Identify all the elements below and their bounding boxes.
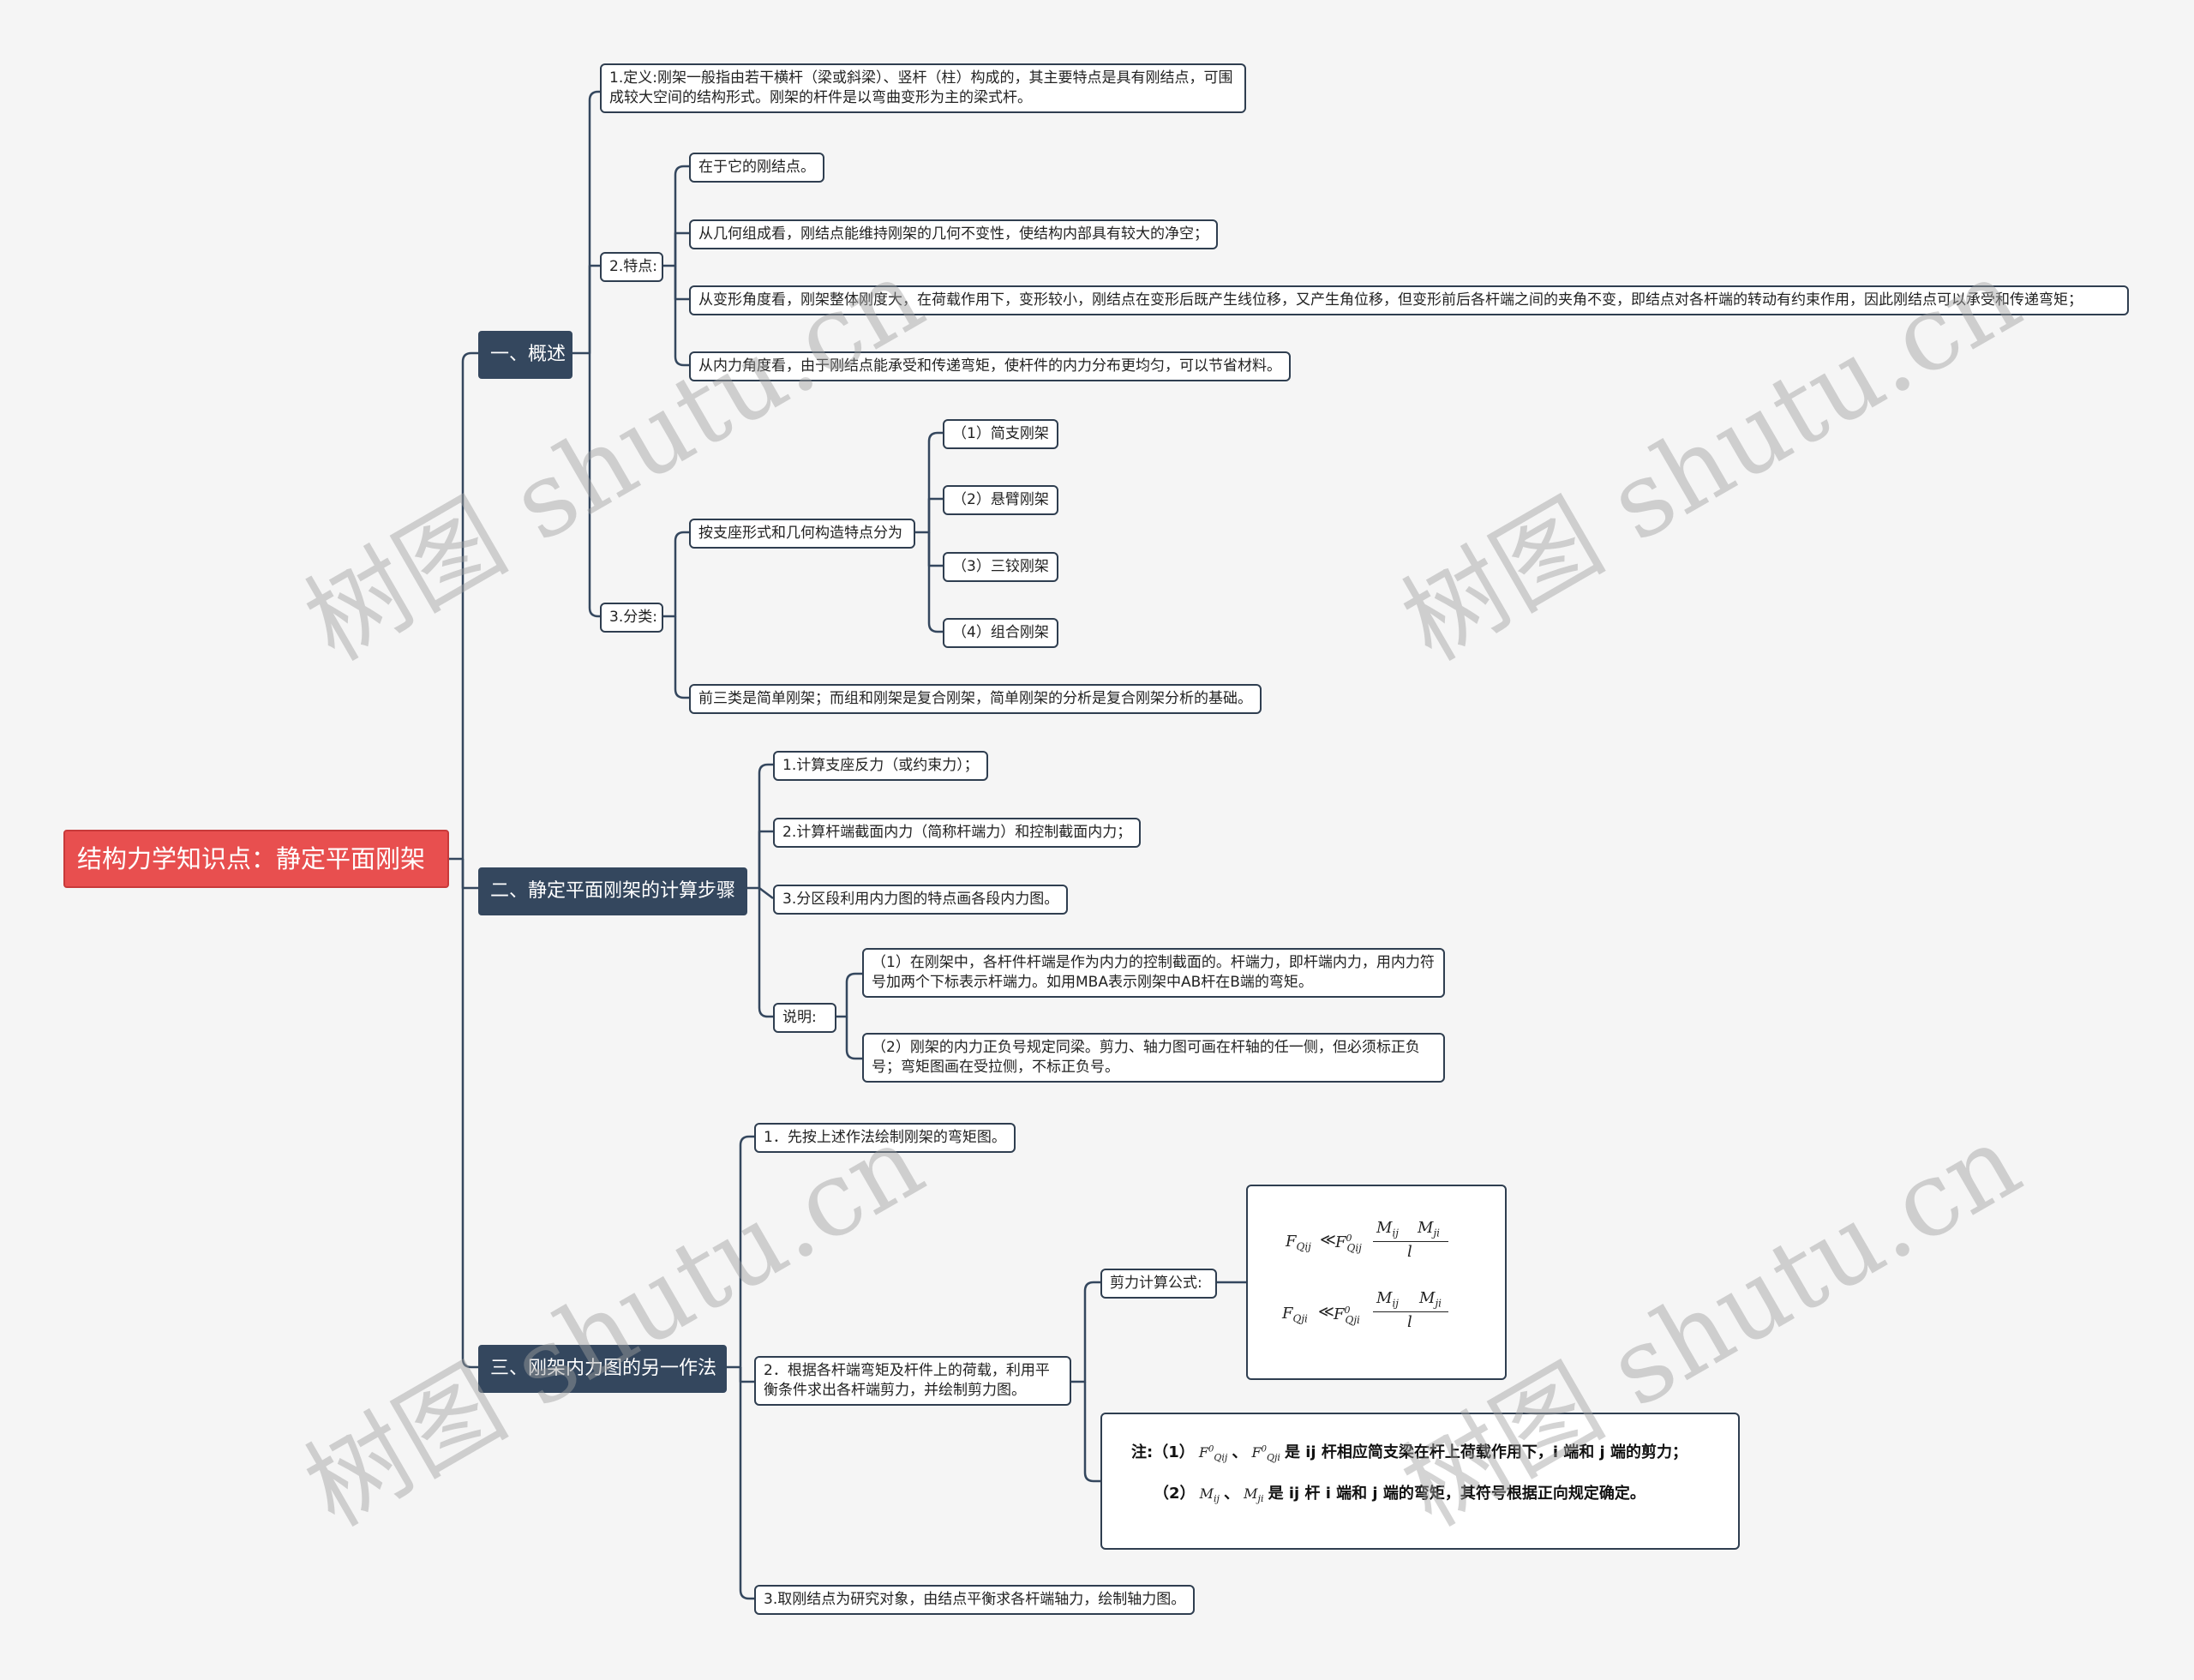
root-topic[interactable]: 结构力学知识点：静定平面刚架 bbox=[63, 830, 449, 888]
type-item[interactable]: （1）简支刚架 bbox=[943, 419, 1058, 449]
formula-1-denominator: l bbox=[1407, 1243, 1412, 1261]
formula-2-fraction-bar bbox=[1373, 1311, 1448, 1312]
formula-1-fraction-bar bbox=[1373, 1241, 1448, 1242]
note-image: 注:（1） F0Qij 、 F0Qji 是 ij 杆相应简支梁在杆上荷载作用下，… bbox=[1118, 1430, 1724, 1512]
feature-item[interactable]: 从几何组成看，刚结点能维持刚架的几何不变性，使结构内部具有较大的净空； bbox=[689, 219, 1218, 249]
formula-1-op: ≪ bbox=[1320, 1231, 1336, 1249]
explanation-item[interactable]: （2）刚架的内力正负号规定同梁。剪力、轴力图可画在杆轴的任一侧，但必须标正负号；… bbox=[862, 1033, 1445, 1083]
formula-2-rhs: F0Qji bbox=[1334, 1305, 1360, 1326]
alt-step-1[interactable]: 1．先按上述作法绘制刚架的弯矩图。 bbox=[754, 1123, 1016, 1153]
features-label[interactable]: 2.特点: bbox=[600, 252, 663, 282]
definition-node[interactable]: 1.定义:刚架一般指由若干横杆（梁或斜梁）、竖杆（柱）构成的，其主要特点是具有刚… bbox=[600, 63, 1246, 113]
branch-calc-steps[interactable]: 二、静定平面刚架的计算步骤 bbox=[478, 867, 747, 915]
note-fq-ji: F0Qji bbox=[1251, 1444, 1280, 1464]
formula-1-numerator-b: Mji bbox=[1418, 1219, 1440, 1239]
note-m-ji: Mji bbox=[1244, 1485, 1264, 1505]
step-item[interactable]: 1.计算支座反力（或约束力）； bbox=[773, 751, 988, 781]
formula-2-op: ≪ bbox=[1318, 1303, 1334, 1321]
note-box[interactable]: 注:（1） F0Qij 、 F0Qji 是 ij 杆相应简支梁在杆上荷载作用下，… bbox=[1100, 1413, 1740, 1550]
formula-1-rhs: F0Qij bbox=[1335, 1233, 1362, 1254]
formula-2-numerator-b: Mji bbox=[1419, 1289, 1442, 1310]
alt-step-3[interactable]: 3.取刚结点为研究对象，由结点平衡求各杆端轴力，绘制轴力图。 bbox=[754, 1585, 1196, 1615]
classification-label[interactable]: 3.分类: bbox=[600, 603, 663, 633]
shear-formula-box[interactable]: FQij ≪ F0Qij Mij Mji l FQji ≪ F0Qji Mij … bbox=[1246, 1185, 1507, 1380]
note-line-2: （2） Mij 、 Mji 是 ij 杆 i 端和 j 端的弯矩，其符号根据正向… bbox=[1154, 1485, 1646, 1505]
note-m-ij: Mij bbox=[1199, 1485, 1220, 1505]
note-line-1: 注:（1） F0Qij 、 F0Qji 是 ij 杆相应简支梁在杆上荷载作用下，… bbox=[1131, 1443, 1687, 1464]
feature-item[interactable]: 从内力角度看，由于刚结点能承受和传递弯矩，使杆件的内力分布更均匀，可以节省材料。 bbox=[689, 351, 1291, 381]
type-item[interactable]: （4）组合刚架 bbox=[943, 618, 1058, 648]
formula-2-denominator: l bbox=[1407, 1313, 1412, 1331]
type-item[interactable]: （3）三铰刚架 bbox=[943, 552, 1058, 582]
formula-2-numerator-a: Mij bbox=[1376, 1289, 1399, 1310]
alt-step-2[interactable]: 2．根据各杆端弯矩及杆件上的荷载，利用平衡条件求出各杆端剪力，并绘制剪力图。 bbox=[754, 1356, 1071, 1406]
explanation-item[interactable]: （1）在刚架中，各杆件杆端是作为内力的控制截面的。杆端力，即杆端内力，用内力符号… bbox=[862, 948, 1445, 998]
shear-formula-label[interactable]: 剪力计算公式: bbox=[1100, 1269, 1217, 1299]
formula-2-lhs: FQji bbox=[1282, 1305, 1308, 1325]
formula-image: FQij ≪ F0Qij Mij Mji l FQji ≪ F0Qji Mij … bbox=[1267, 1203, 1490, 1361]
step-item[interactable]: 3.分区段利用内力图的特点画各段内力图。 bbox=[773, 885, 1069, 915]
formula-1-lhs: FQij bbox=[1286, 1233, 1311, 1253]
formula-1-numerator-a: Mij bbox=[1376, 1219, 1399, 1239]
step-item[interactable]: 2.计算杆端截面内力（简称杆端力）和控制截面内力； bbox=[773, 818, 1142, 848]
feature-item[interactable]: 从变形角度看，刚架整体刚度大，在荷载作用下，变形较小，刚结点在变形后既产生线位移… bbox=[689, 285, 2129, 315]
feature-item[interactable]: 在于它的刚结点。 bbox=[689, 153, 824, 183]
classify-by-node[interactable]: 按支座形式和几何构造特点分为 bbox=[689, 519, 915, 549]
branch-alternative-method[interactable]: 三、刚架内力图的另一作法 bbox=[478, 1345, 727, 1393]
type-item[interactable]: （2）悬臂刚架 bbox=[943, 485, 1058, 515]
note-fq-ij: F0Qij bbox=[1198, 1444, 1228, 1464]
classification-note[interactable]: 前三类是简单刚架；而组和刚架是复合刚架，简单刚架的分析是复合刚架分析的基础。 bbox=[689, 684, 1262, 714]
explain-label[interactable]: 说明: bbox=[773, 1003, 836, 1033]
branch-overview[interactable]: 一、概述 bbox=[478, 331, 572, 379]
